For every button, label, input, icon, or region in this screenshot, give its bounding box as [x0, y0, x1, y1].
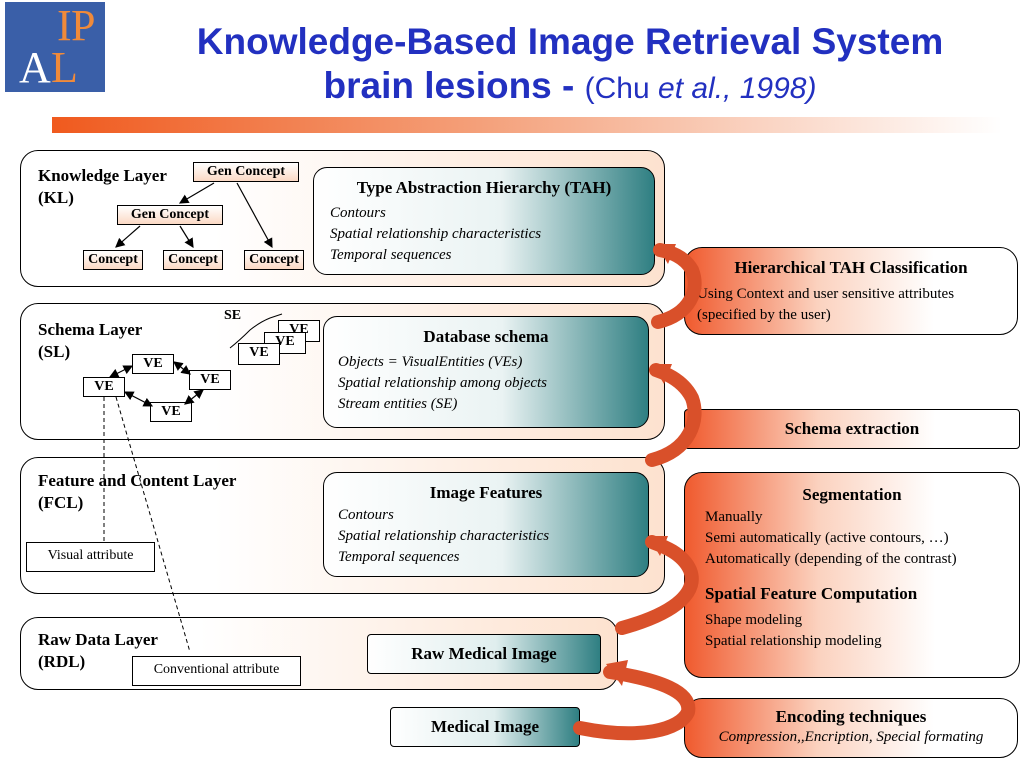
title-line-1: Knowledge-Based Image Retrieval System	[196, 21, 944, 62]
ve-node: VE	[189, 370, 231, 390]
ipal-logo: I P A L	[5, 2, 105, 92]
feature-layer-label-line1: Feature and Content Layer	[38, 471, 237, 490]
image-features-box: Image Features Contours Spatial relation…	[323, 472, 649, 577]
database-schema-box: Database schema Objects = VisualEntities…	[323, 316, 649, 428]
knowledge-layer-label-line2: (KL)	[38, 188, 74, 207]
concept-2: Concept	[163, 250, 223, 270]
db-schema-item: Stream entities (SE)	[338, 396, 458, 412]
feature-layer-label-line2: (FCL)	[38, 493, 84, 512]
medical-image-box: Medical Image	[390, 707, 580, 747]
logo-letter-l: L	[51, 43, 78, 92]
knowledge-layer-label-line1: Knowledge Layer	[38, 166, 167, 185]
gen-concept-mid: Gen Concept	[117, 205, 223, 225]
conventional-attribute-link	[115, 396, 191, 653]
schema-extraction-box: Schema extraction	[684, 409, 1020, 449]
logo-letter-i: I	[57, 1, 72, 50]
encoding-techniques-box: Encoding techniques Compression,,Encript…	[684, 698, 1018, 758]
tah-item: Contours	[330, 205, 386, 221]
ve-node: VE	[132, 354, 174, 374]
ve-edge	[123, 391, 154, 407]
ve-edge	[184, 389, 204, 405]
schema-layer-label: Schema Layer (SL)	[38, 319, 142, 363]
citation-etal: et al., 1998)	[658, 72, 817, 105]
tree-edge	[179, 225, 194, 249]
segmentation-arrowhead	[648, 536, 668, 556]
schema-extraction-heading: Schema extraction	[784, 419, 920, 438]
hierarchical-tah-item: Using Context and user sensitive attribu…	[697, 286, 955, 302]
encoding-curve-arrow	[573, 665, 696, 741]
tah-classification-arrowhead	[656, 244, 676, 264]
hierarchical-tah-heading: Hierarchical TAH Classification	[734, 258, 968, 277]
encoding-item: Compression,,Encription, Special formati…	[718, 729, 984, 745]
feature-layer-label: Feature and Content Layer (FCL)	[38, 470, 236, 514]
tree-edge	[236, 182, 273, 249]
db-schema-item: Spatial relationship among objects	[338, 375, 548, 391]
schema-layer-label-line1: Schema Layer	[38, 320, 143, 339]
knowledge-layer-label: Knowledge Layer (KL)	[38, 165, 167, 209]
segmentation-item: Automatically (depending of the contrast…	[705, 551, 957, 567]
title-citation: (Chu et al., 1998)	[585, 72, 817, 105]
tah-classification-curve-arrow	[651, 243, 702, 329]
ve-edge	[108, 365, 134, 378]
logo-letter-a: A	[19, 43, 51, 92]
ve-edge	[173, 361, 191, 375]
visual-attribute-box: Visual attribute	[26, 542, 155, 572]
spatial-feature-item: Spatial relationship modeling	[705, 633, 882, 649]
encoding-heading: Encoding techniques	[775, 707, 927, 726]
segmentation-box: Segmentation Manually Semi automatically…	[684, 472, 1020, 678]
image-features-heading: Image Features	[429, 483, 543, 502]
raw-data-layer-label-line2: (RDL)	[38, 652, 86, 671]
db-schema-item: Objects = VisualEntities (VEs)	[338, 354, 523, 370]
segmentation-item: Semi automatically (active contours, …)	[705, 530, 949, 546]
tah-box: Type Abstraction Hierarchy (TAH) Contour…	[313, 167, 655, 275]
page-title: Knowledge-Based Image Retrieval System b…	[150, 20, 990, 111]
spatial-feature-item: Shape modeling	[705, 612, 803, 628]
citation-author: (Chu	[584, 72, 659, 105]
db-schema-heading: Database schema	[423, 327, 549, 346]
se-brace	[229, 313, 283, 349]
segmentation-curve-arrow	[615, 535, 699, 635]
ve-node: VE	[83, 377, 125, 397]
tree-edge	[115, 225, 141, 248]
ve-node: VE	[150, 402, 192, 422]
schema-extraction-arrowhead	[652, 364, 672, 384]
tah-heading: Type Abstraction Hierarchy (TAH)	[356, 178, 612, 197]
raw-data-layer-label-line1: Raw Data Layer	[38, 630, 158, 649]
title-line-2: brain lesions - (Chu et al., 1998)	[150, 64, 990, 111]
schema-extraction-curve-arrow	[645, 363, 702, 467]
image-features-item: Contours	[338, 507, 394, 523]
raw-data-layer-label: Raw Data Layer (RDL)	[38, 629, 158, 673]
schema-layer-label-line2: (SL)	[38, 342, 71, 361]
image-features-item: Temporal sequences	[338, 549, 460, 565]
encoding-arrowhead	[606, 660, 628, 686]
se-stack-box: VE	[238, 343, 280, 365]
raw-medical-image-box: Raw Medical Image	[367, 634, 601, 674]
image-features-item: Spatial relationship characteristics	[338, 528, 550, 544]
segmentation-heading: Segmentation	[802, 485, 902, 504]
logo-letter-p: P	[71, 1, 96, 50]
conventional-attribute-box: Conventional attribute	[132, 656, 301, 686]
tree-edge	[178, 182, 215, 204]
tah-item: Spatial relationship characteristics	[330, 226, 542, 242]
se-label: SE	[224, 308, 242, 323]
hierarchical-tah-box: Hierarchical TAH Classification Using Co…	[684, 247, 1018, 335]
hierarchical-tah-item: (specified by the user)	[697, 307, 831, 323]
gen-concept-top: Gen Concept	[193, 162, 299, 182]
title-underline-bar	[52, 117, 1002, 133]
segmentation-item: Manually	[705, 509, 763, 525]
concept-1: Concept	[83, 250, 143, 270]
concept-3: Concept	[244, 250, 304, 270]
tah-item: Temporal sequences	[330, 247, 452, 263]
spatial-feature-heading: Spatial Feature Computation	[705, 584, 918, 603]
title-line-2-bold: brain lesions -	[323, 65, 585, 106]
